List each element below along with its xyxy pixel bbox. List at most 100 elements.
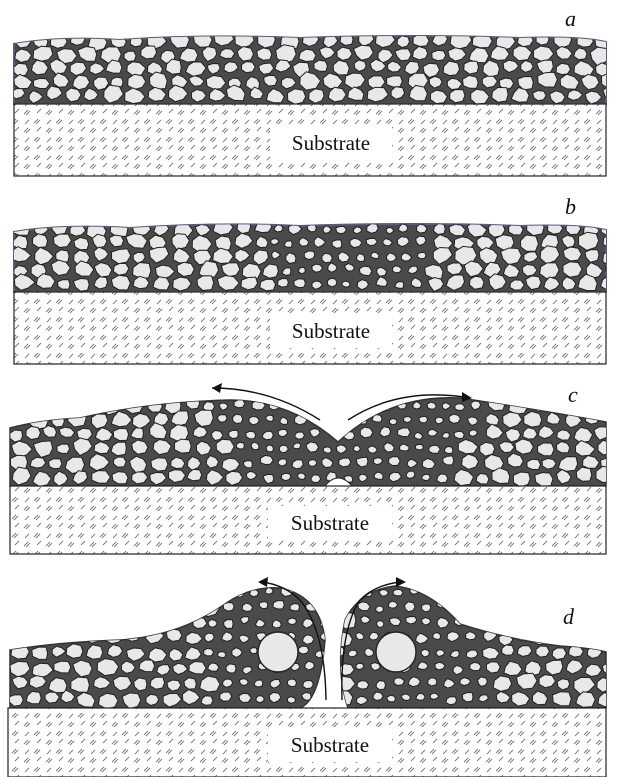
grain xyxy=(332,240,342,248)
grain xyxy=(335,632,352,647)
grain xyxy=(398,428,411,437)
grain xyxy=(353,445,360,451)
grain xyxy=(298,646,309,654)
grain xyxy=(540,263,560,279)
grain xyxy=(33,602,46,612)
grain xyxy=(58,280,70,290)
grain xyxy=(387,76,403,87)
grain xyxy=(236,442,244,449)
grain xyxy=(51,35,68,48)
grain xyxy=(295,432,305,439)
grain xyxy=(314,60,328,71)
grain xyxy=(287,679,296,687)
grain xyxy=(601,224,618,236)
grain xyxy=(309,89,324,104)
grain xyxy=(487,584,505,596)
grain xyxy=(299,267,306,273)
grain xyxy=(164,587,180,599)
grain xyxy=(527,219,544,236)
arrow-right-head xyxy=(396,577,406,587)
grain xyxy=(126,630,140,641)
grain xyxy=(47,398,62,411)
grain xyxy=(234,400,245,408)
grain xyxy=(278,459,287,466)
grain xyxy=(246,431,256,439)
grain xyxy=(175,439,192,453)
grain xyxy=(233,414,243,423)
grain xyxy=(454,431,464,438)
grain xyxy=(249,416,259,425)
grain xyxy=(123,585,139,599)
grain xyxy=(551,630,570,644)
grain xyxy=(305,661,315,670)
grain xyxy=(566,223,581,235)
grain xyxy=(67,582,84,598)
grain xyxy=(520,601,542,616)
grain xyxy=(255,220,272,233)
grain xyxy=(527,459,541,469)
grain xyxy=(303,681,314,689)
panel-b: b Substrate xyxy=(11,194,618,364)
grain xyxy=(110,221,128,237)
grain xyxy=(284,241,292,248)
grain xyxy=(52,416,65,428)
substrate-label: Substrate xyxy=(291,511,369,535)
arrow-left-head xyxy=(212,383,222,393)
grain xyxy=(29,634,43,645)
grain xyxy=(71,677,90,692)
grain xyxy=(597,397,618,413)
grain xyxy=(443,456,454,465)
grain xyxy=(86,401,100,412)
grain xyxy=(466,650,478,658)
grain xyxy=(181,583,198,598)
grain xyxy=(254,680,263,687)
grain xyxy=(124,51,136,61)
panel-letter: c xyxy=(568,382,578,407)
grain xyxy=(33,78,50,88)
grain xyxy=(53,617,71,632)
grain xyxy=(288,89,306,104)
grain xyxy=(390,419,398,425)
grain xyxy=(292,460,303,469)
grain xyxy=(85,602,100,613)
grain xyxy=(356,663,364,669)
grain xyxy=(469,430,477,437)
grain xyxy=(456,587,467,596)
grain xyxy=(46,628,63,644)
grain xyxy=(611,629,618,642)
panel-a: a Substrate xyxy=(12,6,618,176)
grain xyxy=(141,46,157,59)
grain xyxy=(66,399,83,412)
grain xyxy=(422,604,431,612)
grain xyxy=(113,428,128,440)
grain xyxy=(74,237,89,249)
grain xyxy=(342,281,350,287)
grain xyxy=(502,645,514,655)
grain xyxy=(418,252,426,258)
grain xyxy=(120,598,138,615)
grain xyxy=(593,630,608,642)
panel-letter: b xyxy=(565,194,576,219)
grain xyxy=(88,587,103,599)
grain xyxy=(486,662,500,673)
grain xyxy=(442,586,451,593)
grain xyxy=(208,619,217,627)
grain xyxy=(216,439,234,454)
grain xyxy=(186,398,200,410)
grain xyxy=(446,697,457,705)
grain xyxy=(11,398,28,411)
grain xyxy=(10,430,23,442)
grain xyxy=(596,63,611,76)
grain xyxy=(99,693,119,709)
grain xyxy=(553,692,572,706)
grain xyxy=(95,614,112,630)
grain xyxy=(536,34,549,45)
grain xyxy=(9,597,31,614)
grain xyxy=(537,443,554,456)
grain xyxy=(585,600,602,613)
grain xyxy=(32,647,48,659)
grain xyxy=(184,678,196,689)
grain xyxy=(577,34,593,47)
grain xyxy=(437,601,445,608)
grain xyxy=(507,583,525,598)
